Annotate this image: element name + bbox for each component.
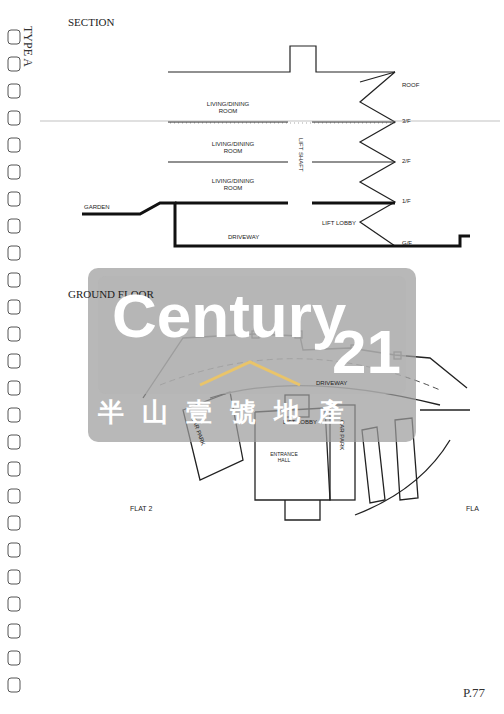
- binding-ring: [8, 489, 20, 503]
- binding-ring: [8, 84, 20, 98]
- binding-ring: [8, 678, 20, 692]
- flat-label: FLA: [466, 505, 479, 513]
- level-label: 2/F: [402, 158, 411, 165]
- room-label: ENTRANCE HALL: [264, 452, 304, 463]
- binding-ring: [8, 570, 20, 584]
- binding-ring: [8, 273, 20, 287]
- area-label: DRIVEWAY: [228, 234, 259, 241]
- binding-ring: [8, 192, 20, 206]
- binding-ring: [8, 597, 20, 611]
- level-label: ROOF: [402, 82, 419, 89]
- level-label: G/F: [402, 240, 412, 247]
- binding-ring: [8, 300, 20, 314]
- section-title: SECTION: [68, 16, 114, 28]
- binding-ring: [8, 381, 20, 395]
- binding-ring: [8, 651, 20, 665]
- page-number: P.77: [463, 686, 485, 700]
- binding-ring: [8, 111, 20, 125]
- room-label: LIVING/DINING ROOM: [203, 178, 263, 191]
- shaft-label: LIFT SHAFT: [297, 138, 304, 172]
- room-label: LIVING/DINING ROOM: [203, 141, 263, 154]
- binding-ring: [8, 327, 20, 341]
- level-label: 1/F: [402, 198, 411, 205]
- binding-ring: [8, 408, 20, 422]
- binding-ring: [8, 165, 20, 179]
- binding-ring: [8, 138, 20, 152]
- binding-ring: [8, 624, 20, 638]
- binding-ring: [8, 57, 20, 71]
- sheet-type: TYPE A: [21, 26, 34, 67]
- room-label: LIVING/DINING ROOM: [198, 101, 258, 114]
- binding-ring: [8, 435, 20, 449]
- binding-ring: [8, 219, 20, 233]
- watermark-logo: Century: [112, 282, 346, 350]
- area-label: GARDEN: [84, 204, 110, 211]
- watermark-logo: 21: [332, 318, 401, 386]
- level-label: 3/F: [402, 118, 411, 125]
- flat-label: FLAT 2: [130, 505, 152, 513]
- binding-ring: [8, 543, 20, 557]
- binding-ring: [8, 462, 20, 476]
- watermark-text: 半山壹號地產: [98, 398, 362, 427]
- binding-ring: [8, 30, 20, 44]
- binding-ring: [8, 246, 20, 260]
- room-label: LIFT LOBBY: [322, 220, 356, 227]
- binding-ring: [8, 354, 20, 368]
- binding-ring: [8, 516, 20, 530]
